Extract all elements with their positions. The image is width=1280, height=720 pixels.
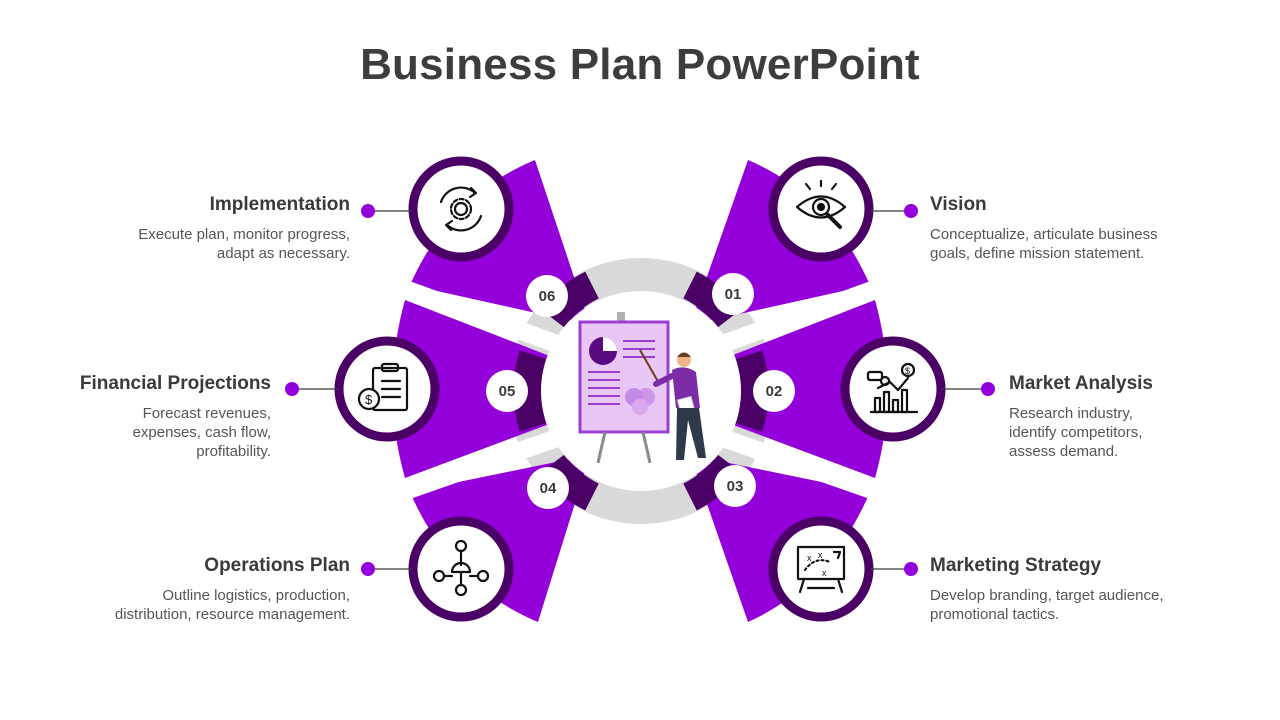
badge-03: 03 [727, 478, 744, 495]
step-02-title: Market Analysis [1009, 373, 1153, 394]
presenter-illustration [578, 312, 706, 464]
eye-search-icon [795, 179, 847, 229]
step-05-title: Financial Projections [79, 373, 271, 394]
svg-text:x: x [807, 553, 812, 563]
number-badges: 01 02 03 04 05 06 [486, 273, 795, 509]
petal-05 [392, 300, 560, 478]
connectors [292, 210, 988, 570]
badge-06: 06 [539, 288, 556, 305]
inner-arc-05 [513, 350, 549, 432]
clipboard-dollar-icon: $ [357, 362, 409, 412]
inner-arc-02 [733, 350, 769, 432]
step-04-description: Outline logistics, production, distribut… [114, 587, 350, 623]
inner-arc-01 [682, 271, 742, 328]
badge-05: 05 [499, 383, 516, 400]
step-03-title: Marketing Strategy [930, 555, 1102, 576]
step-04-title: Operations Plan [204, 555, 350, 576]
badge-01: 01 [725, 286, 742, 303]
gears-flow-icon [432, 539, 490, 597]
svg-text:x: x [818, 550, 823, 560]
step-02-description: Research industry, identify competitors,… [1009, 405, 1143, 460]
gear-cycle-icon [439, 186, 483, 232]
badge-02: 02 [766, 383, 783, 400]
step-05-description: Forecast revenues, expenses, cash flow, … [132, 405, 271, 460]
svg-text:x: x [822, 568, 827, 578]
step-03-description: Develop branding, target audience, promo… [930, 587, 1164, 623]
badge-04: 04 [540, 480, 557, 497]
connector-dots [285, 204, 995, 576]
svg-text:$: $ [365, 392, 373, 407]
inner-arc-04 [540, 454, 600, 511]
separators [376, 271, 904, 509]
step-01-description: Conceptualize, articulate business goals… [930, 226, 1158, 262]
step-01-title: Vision [930, 194, 987, 215]
strategy-board-icon: x x x [796, 545, 846, 594]
step-06-description: Execute plan, monitor progress, adapt as… [138, 226, 350, 262]
petal-02 [720, 300, 888, 478]
page-title: Business Plan PowerPoint [360, 40, 920, 89]
step-06-title: Implementation [209, 194, 350, 215]
market-chart-icon: $ [866, 362, 919, 414]
icon-circles [334, 156, 946, 622]
svg-text:$: $ [905, 366, 910, 376]
